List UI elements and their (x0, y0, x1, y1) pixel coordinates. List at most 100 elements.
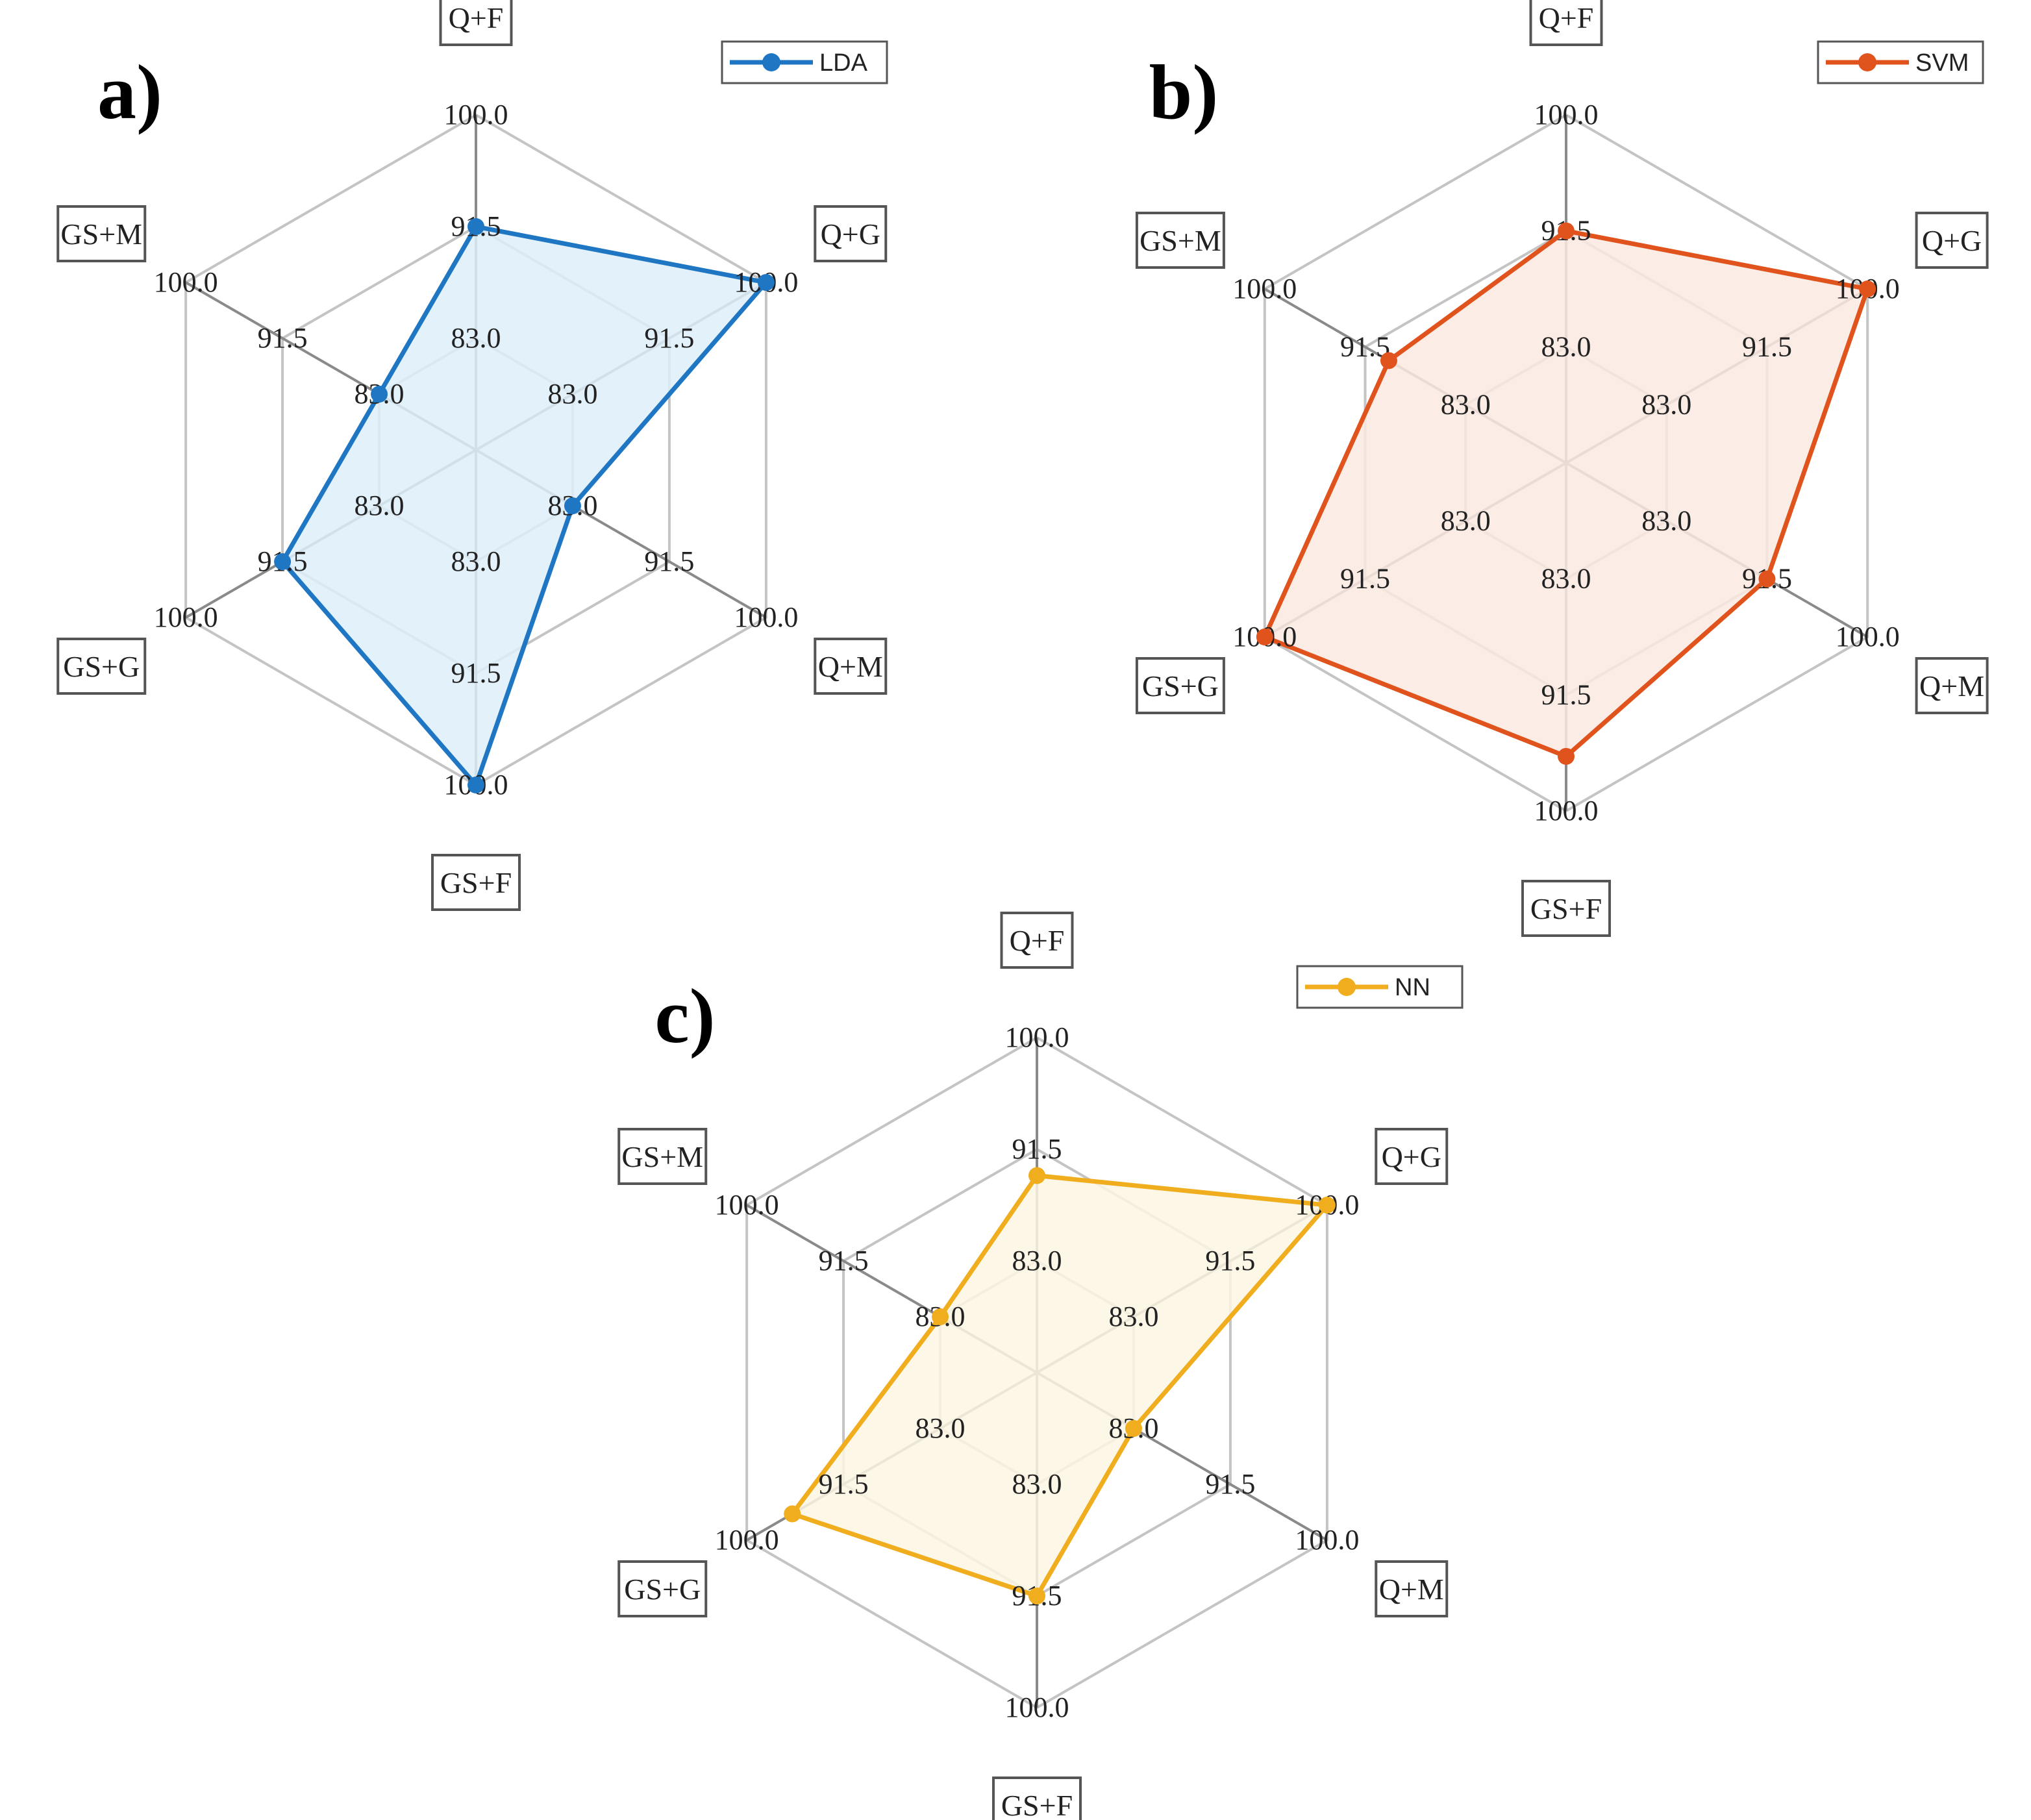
ring-tick-label: 100.0 (715, 1524, 779, 1556)
ring-tick-label: 100.0 (715, 1189, 779, 1221)
axis-label: Q+F (1539, 1, 1594, 34)
axis-label-box (617, 1560, 708, 1617)
axis-label-box (1375, 1560, 1449, 1617)
data-point-gs-f (467, 777, 484, 793)
data-point-q-g (1318, 1197, 1336, 1214)
ring-tick-label: 91.5 (451, 657, 501, 689)
ring-tick-label: 83.0 (355, 490, 405, 521)
panel-label: c) (654, 973, 715, 1059)
ring-tick-label: 83.0 (451, 545, 501, 577)
data-point-q-m (564, 497, 581, 514)
axis-label: Q+G (821, 218, 880, 251)
legend-label: SVM (1915, 49, 1969, 77)
axis-label-box (1915, 212, 1989, 269)
axis-label: GS+M (60, 218, 142, 251)
ring-tick-label: 83.0 (1012, 1245, 1062, 1277)
axis-label-box (617, 1128, 708, 1185)
axis-label: Q+M (1919, 669, 1984, 703)
ring-tick-label: 91.5 (644, 545, 694, 577)
data-point-gs-f (1558, 747, 1575, 765)
radar-panel-1: 83.0 91.5 100.0 83.0 91.5 100.0 83.0 91.5 100.0 8… (56, 0, 888, 911)
axis-label: GS+G (63, 650, 140, 683)
series-area (1262, 229, 1870, 759)
data-point-q-g (1859, 280, 1876, 297)
legend: LDA (721, 40, 888, 84)
ring-tick-label: 83.0 (1541, 563, 1591, 595)
data-point-q-f (467, 218, 484, 235)
ring-tick-label: 83.0 (547, 378, 597, 410)
data-point-gs-g (274, 553, 292, 570)
axis-label-box (1135, 212, 1225, 269)
ring-tick-label: 100.0 (154, 266, 218, 298)
data-point-q-f (1028, 1167, 1045, 1184)
ring-tick-label: 83.0 (916, 1412, 966, 1444)
axis-label-box (431, 854, 521, 911)
axis-label: GS+F (440, 866, 512, 899)
legend-label: LDA (819, 49, 868, 77)
axis-label: Q+G (1382, 1140, 1441, 1173)
legend: NN (1296, 965, 1464, 1009)
axis-label-box (1915, 657, 1989, 714)
ring-tick-label: 100.0 (1295, 1524, 1359, 1556)
ring-tick-label: 100.0 (1534, 99, 1599, 131)
ring-tick-label: 83.0 (451, 322, 501, 354)
axis-label: GS+M (1140, 224, 1221, 257)
ring-tick-label: 91.5 (644, 322, 694, 354)
ring-tick-label: 83.0 (1641, 505, 1691, 536)
axis-label-box (439, 0, 513, 46)
legend: SVM (1817, 40, 1984, 84)
legend-marker (1338, 978, 1356, 996)
data-point-gs-g (784, 1505, 801, 1523)
ring-tick-label: 91.5 (1012, 1133, 1062, 1165)
axis-label: GS+M (621, 1140, 703, 1173)
axis-label-box (1529, 0, 1603, 46)
ring-tick-label: 83.0 (1441, 389, 1491, 421)
data-point-q-f (1558, 222, 1575, 240)
ring-tick-label: 91.5 (819, 1468, 869, 1500)
axis-label: GS+F (1001, 1789, 1073, 1820)
ring-tick-label: 83.0 (1441, 505, 1491, 536)
axis-label-box (1135, 657, 1225, 714)
axis-label-box (1375, 1128, 1449, 1185)
data-point-gs-m (932, 1308, 949, 1325)
ring-tick-label: 91.5 (1205, 1468, 1255, 1500)
axis-label-box (56, 638, 147, 695)
axis-label: Q+G (1922, 224, 1982, 257)
axis-label-box (992, 1776, 1082, 1820)
ring-tick-label: 83.0 (1108, 1301, 1158, 1332)
axis-label-box (1000, 912, 1074, 969)
axis-label-box (814, 205, 888, 262)
data-point-q-m (1758, 570, 1776, 588)
axis-label-box (1521, 880, 1611, 937)
ring-tick-label: 100.0 (1005, 1691, 1069, 1723)
ring-tick-label: 91.5 (1541, 679, 1591, 710)
ring-tick-label: 83.0 (1641, 389, 1691, 421)
data-point-q-m (1125, 1420, 1142, 1437)
ring-tick-label: 83.0 (1012, 1468, 1062, 1500)
axis-label: Q+F (449, 1, 504, 34)
data-point-gs-f (1028, 1588, 1045, 1604)
ring-tick-label: 100.0 (1232, 273, 1297, 305)
ring-tick-label: 100.0 (1534, 795, 1599, 827)
axis-label-box (814, 638, 888, 695)
axis-label: Q+M (818, 650, 883, 683)
ring-tick-label: 91.5 (258, 322, 308, 354)
radar-panel-2: 83.0 91.5 100.0 83.0 91.5 100.0 83.0 91.5 100.0 8… (1135, 0, 1989, 937)
panel-label: b) (1149, 49, 1219, 135)
legend-label: NN (1395, 974, 1430, 1001)
ring-tick-label: 100.0 (1836, 621, 1900, 653)
ring-tick-label: 100.0 (444, 99, 508, 131)
radar-panel-3: 83.0 91.5 100.0 83.0 91.5 100.0 83.0 91.5 100.0 8… (617, 912, 1464, 1820)
ring-tick-label: 91.5 (1340, 563, 1390, 595)
legend-marker (762, 53, 780, 71)
series-area (790, 1173, 1330, 1599)
data-point-q-g (757, 274, 775, 291)
ring-tick-label: 83.0 (1541, 330, 1591, 362)
ring-tick-label: 91.5 (1742, 330, 1792, 362)
ring-tick-label: 100.0 (154, 601, 218, 633)
ring-tick-label: 91.5 (1205, 1245, 1255, 1277)
legend-marker (1858, 53, 1876, 71)
axis-label-box (56, 205, 147, 262)
axis-label: Q+F (1010, 924, 1065, 957)
